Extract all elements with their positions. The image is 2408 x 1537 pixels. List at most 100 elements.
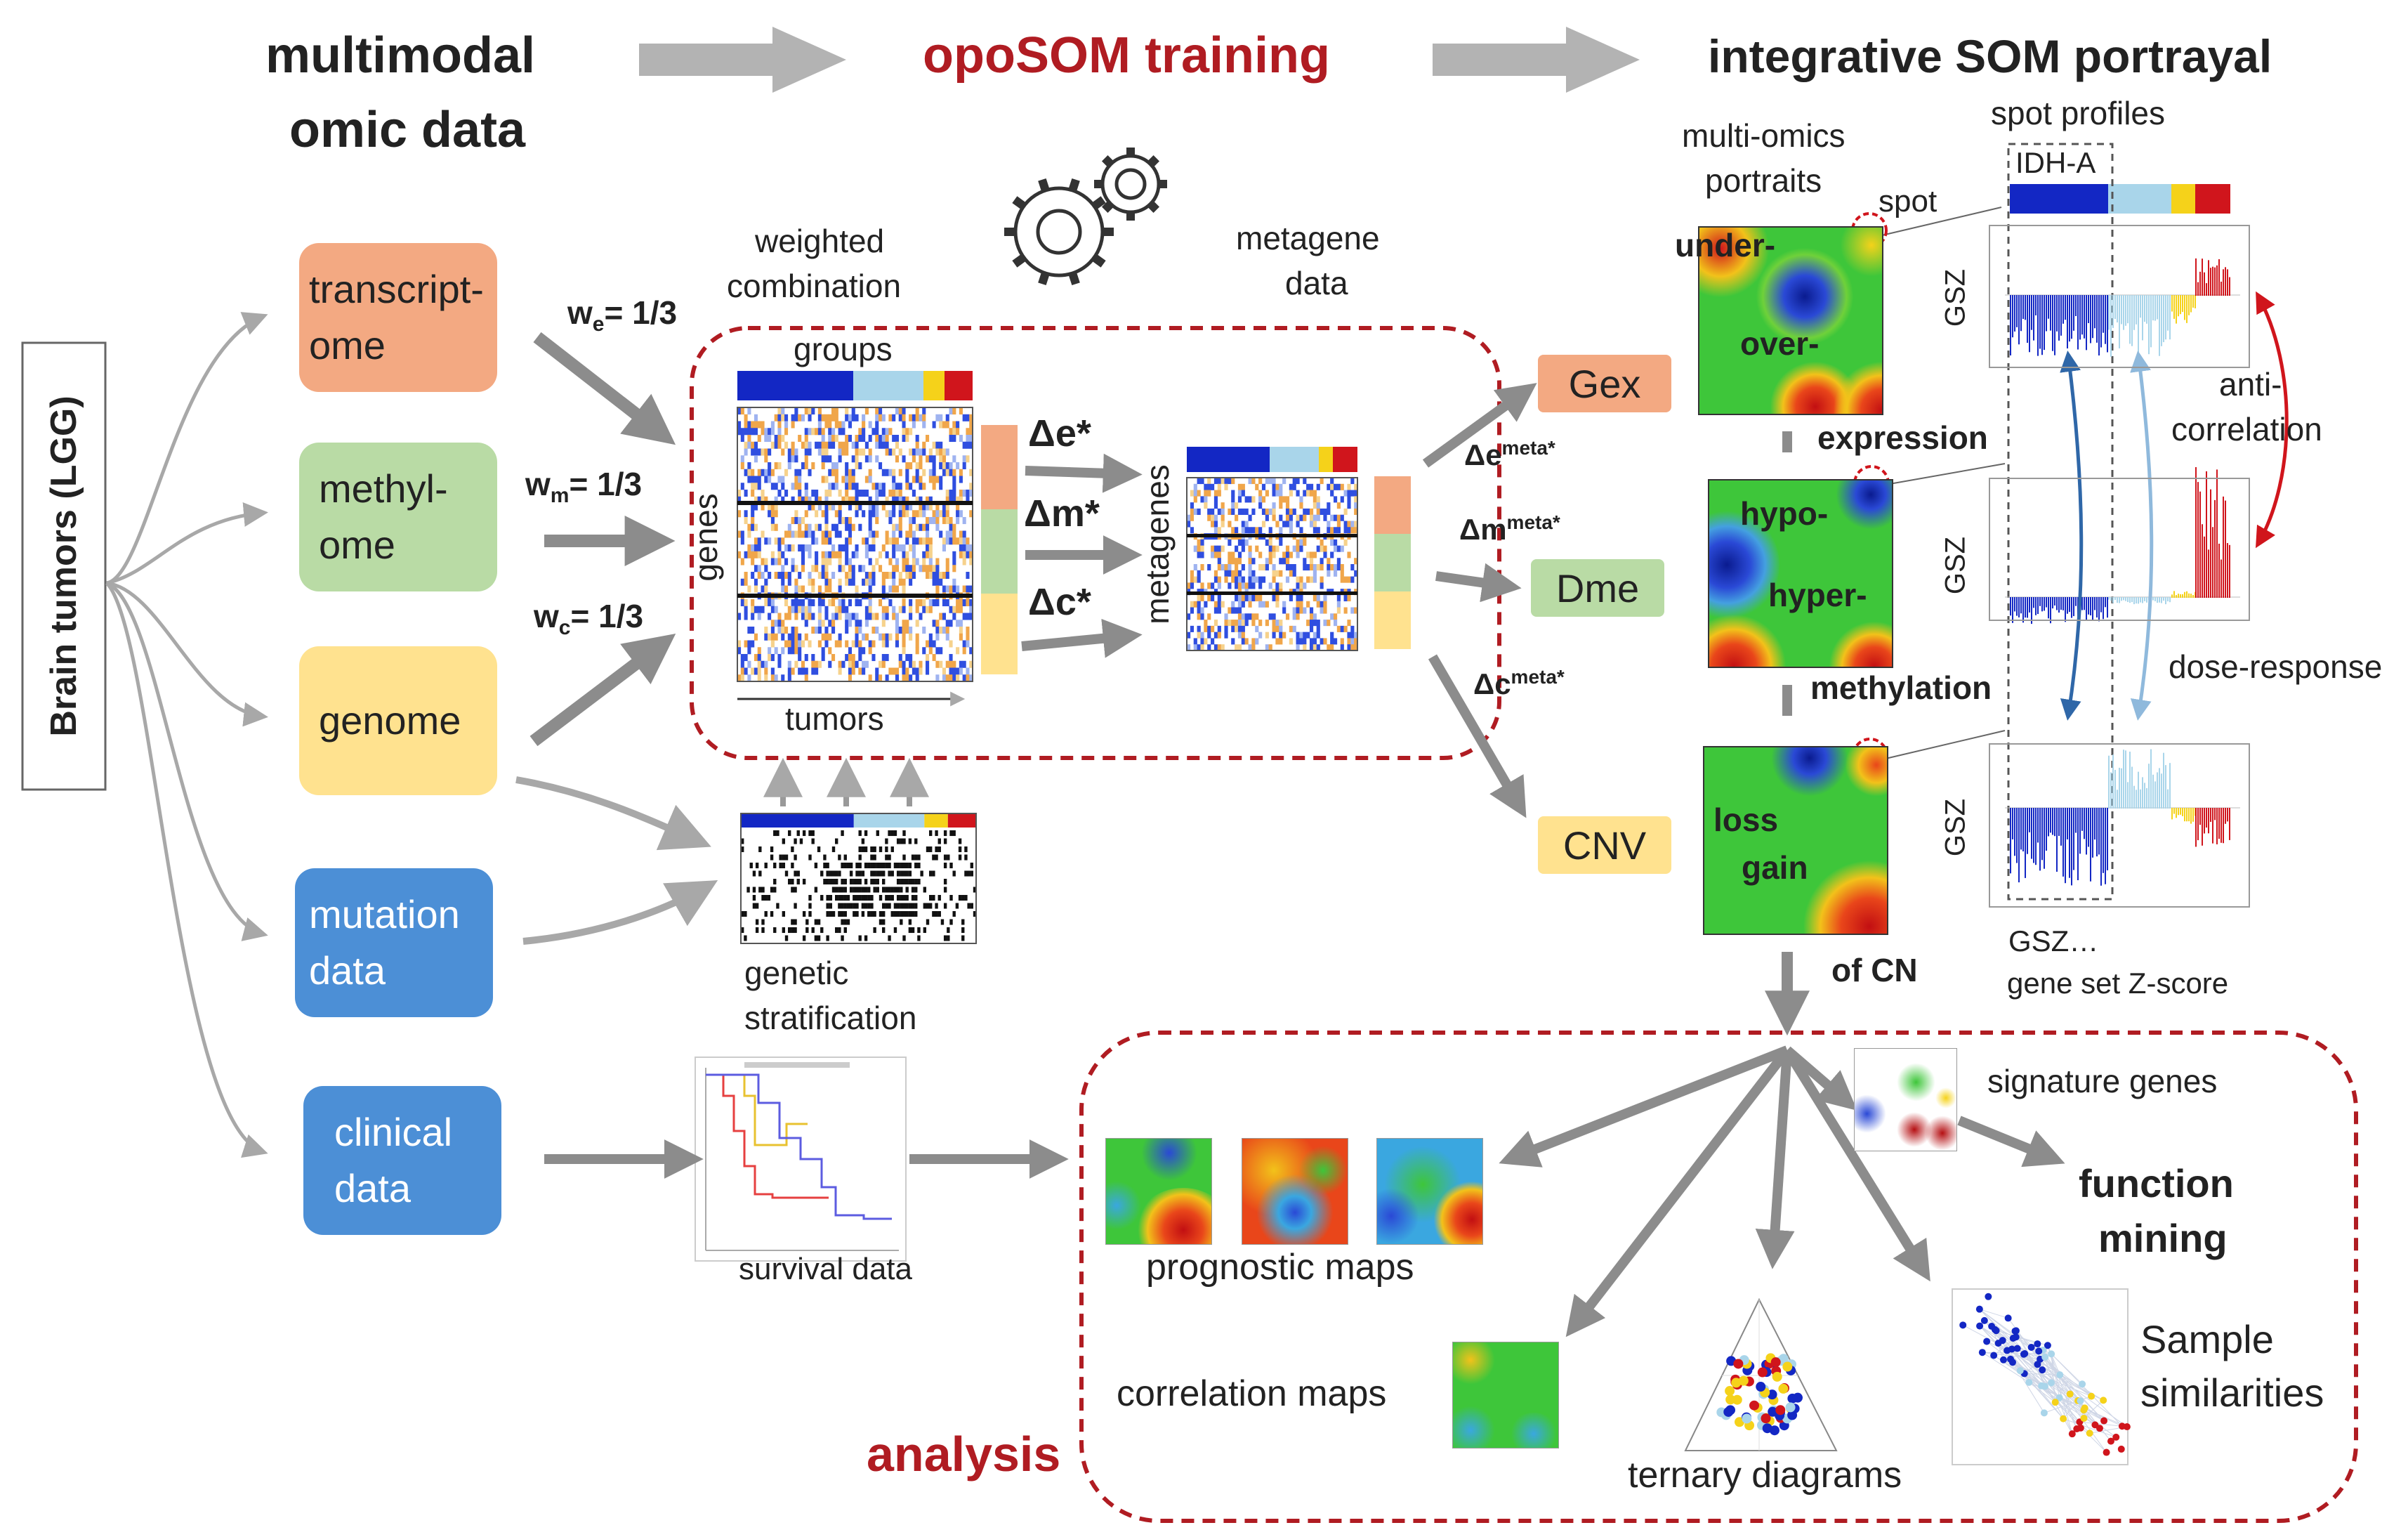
heatmap-cell [781,565,785,573]
metagene-cell [1292,564,1296,571]
metagene-cell [1237,613,1242,620]
heatmap-cell [935,476,940,483]
heatmap-cell [962,551,966,558]
heatmap-cell [828,414,832,421]
heatmap-cell [845,578,849,586]
metagene-cell [1237,601,1242,608]
strat-cell [861,870,865,877]
strat-cell [773,927,777,934]
profile-bar [2086,597,2087,621]
strat-cell [943,838,947,844]
heatmap-cell [855,544,859,552]
heatmap-cell [770,558,775,565]
input-methylome: methyl- ome [299,443,497,591]
metagene-cell [1279,527,1283,534]
metagene-cell [1241,601,1245,608]
profile-bar [2098,295,2100,356]
heatmap-cell [885,674,889,682]
heatmap-cell [892,503,896,511]
profile-bar [2018,597,2020,617]
metagene-cell [1221,521,1225,528]
heatmap-cell [764,448,768,456]
metagene-cell [1296,521,1300,528]
strat-cell [855,903,859,909]
heatmap-cell [777,407,782,415]
heatmap-cell [794,627,798,634]
strat-cell [923,903,927,909]
heatmap-cell [928,544,933,552]
metagene-cell [1320,539,1324,546]
metagene-cell [1197,601,1201,608]
heatmap-cell [956,667,960,675]
heatmap-cell [868,435,872,443]
heatmap-cell [824,455,829,463]
profile-bar [2086,808,2087,855]
profile-bar [2060,808,2062,846]
profile-bar [2133,295,2135,330]
heatmap-cell [892,565,896,573]
profile-bar [2014,295,2015,332]
heatmap-cell [905,565,909,573]
heatmap-cell [909,674,913,682]
profile-bar [2048,808,2049,837]
heatmap-cell [824,510,829,518]
heatmap-cell [949,469,953,476]
strat-cell [905,879,909,885]
metagene-cell [1289,551,1293,558]
metagene-cell [1258,502,1263,509]
heatmap-cell [770,510,775,518]
profile-bar [2165,295,2166,340]
heatmap-cell [912,448,916,456]
heatmap-cell [811,585,815,593]
side-label: Brain tumors (LGG) [44,395,84,737]
heatmap-cell [784,640,789,648]
heatmap-cell [888,558,893,565]
metagene-cell [1320,601,1324,608]
heatmap-cell [959,551,963,558]
metagene-cell [1347,638,1351,645]
heatmap-cell [794,640,798,648]
heatmap-cell [922,483,926,490]
strat-cell [846,919,850,925]
heatmap-cell [754,633,758,641]
heatmap-cell [774,510,778,518]
heatmap-cell [905,469,909,476]
heatmap-cell [764,476,768,483]
metagene-cell [1231,570,1235,577]
metagene-cell [1268,527,1272,534]
heatmap-cell [764,585,768,593]
heatmap-cell [932,599,936,607]
heatmap-cell [858,620,862,627]
strat-cell [858,887,862,893]
heatmap-cell [781,647,785,655]
profile-bar [2022,808,2024,852]
metagene-cell [1207,490,1211,497]
ternary-point [1778,1354,1789,1364]
heatmap-cell [808,496,812,504]
metagene-cell [1228,521,1232,528]
heatmap-cell [764,428,768,436]
heatmap-cell [879,551,883,558]
strat-cell [958,895,962,901]
heatmap-cell [885,606,889,613]
gears-icon [1004,148,1167,286]
heatmap-cell [848,537,853,545]
heatmap-cell [875,483,879,490]
heatmap-cell [757,606,761,613]
profile-bar [2165,765,2166,809]
metagene-cell [1296,478,1300,485]
heatmap-cell [831,613,836,620]
heatmap-cell [791,627,795,634]
strat-cell [958,846,962,853]
heatmap-cell [770,640,775,648]
strat-cell [841,863,844,869]
heatmap-cell [747,407,751,415]
network-edge [1979,1309,2092,1397]
strat-cell [905,895,909,901]
heatmap-cell [817,585,822,593]
heatmap-cell [754,421,758,429]
over-label: over- [1740,325,1820,362]
heatmap-cell [761,448,765,456]
heatmap-cell [881,469,886,476]
heatmap-cell [939,462,943,470]
